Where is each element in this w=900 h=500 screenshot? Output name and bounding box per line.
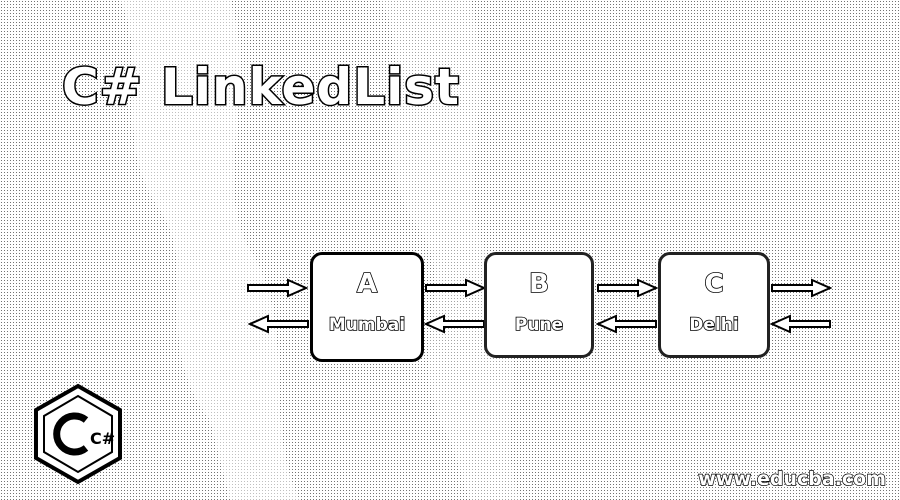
arrow-right-into-a <box>247 278 308 298</box>
arrow-right-out-of-c <box>771 278 832 298</box>
linked-list-node-b: B Pune <box>484 252 594 358</box>
page-title: C# LinkedList <box>61 57 461 118</box>
arrow-b-to-c <box>597 278 658 298</box>
node-a-letter: A <box>356 268 378 300</box>
node-b-letter: B <box>528 268 549 300</box>
arrow-c-to-b <box>596 314 657 334</box>
csharp-logo-text: C# <box>90 429 115 448</box>
arrow-a-to-b <box>425 278 486 298</box>
arrow-left-into-c <box>770 314 831 334</box>
arrow-left-out-of-a <box>248 314 309 334</box>
node-c-city: Delhi <box>688 314 739 336</box>
csharp-logo-icon: C# <box>34 383 122 485</box>
linked-list-node-a: A Mumbai <box>310 252 424 362</box>
footer-url: www.educba.com <box>698 467 887 490</box>
linked-list-node-c: C Delhi <box>658 252 770 358</box>
arrow-b-to-a <box>424 314 485 334</box>
node-c-letter: C <box>704 268 725 300</box>
node-b-city: Pune <box>514 314 564 336</box>
node-a-city: Mumbai <box>328 314 406 336</box>
